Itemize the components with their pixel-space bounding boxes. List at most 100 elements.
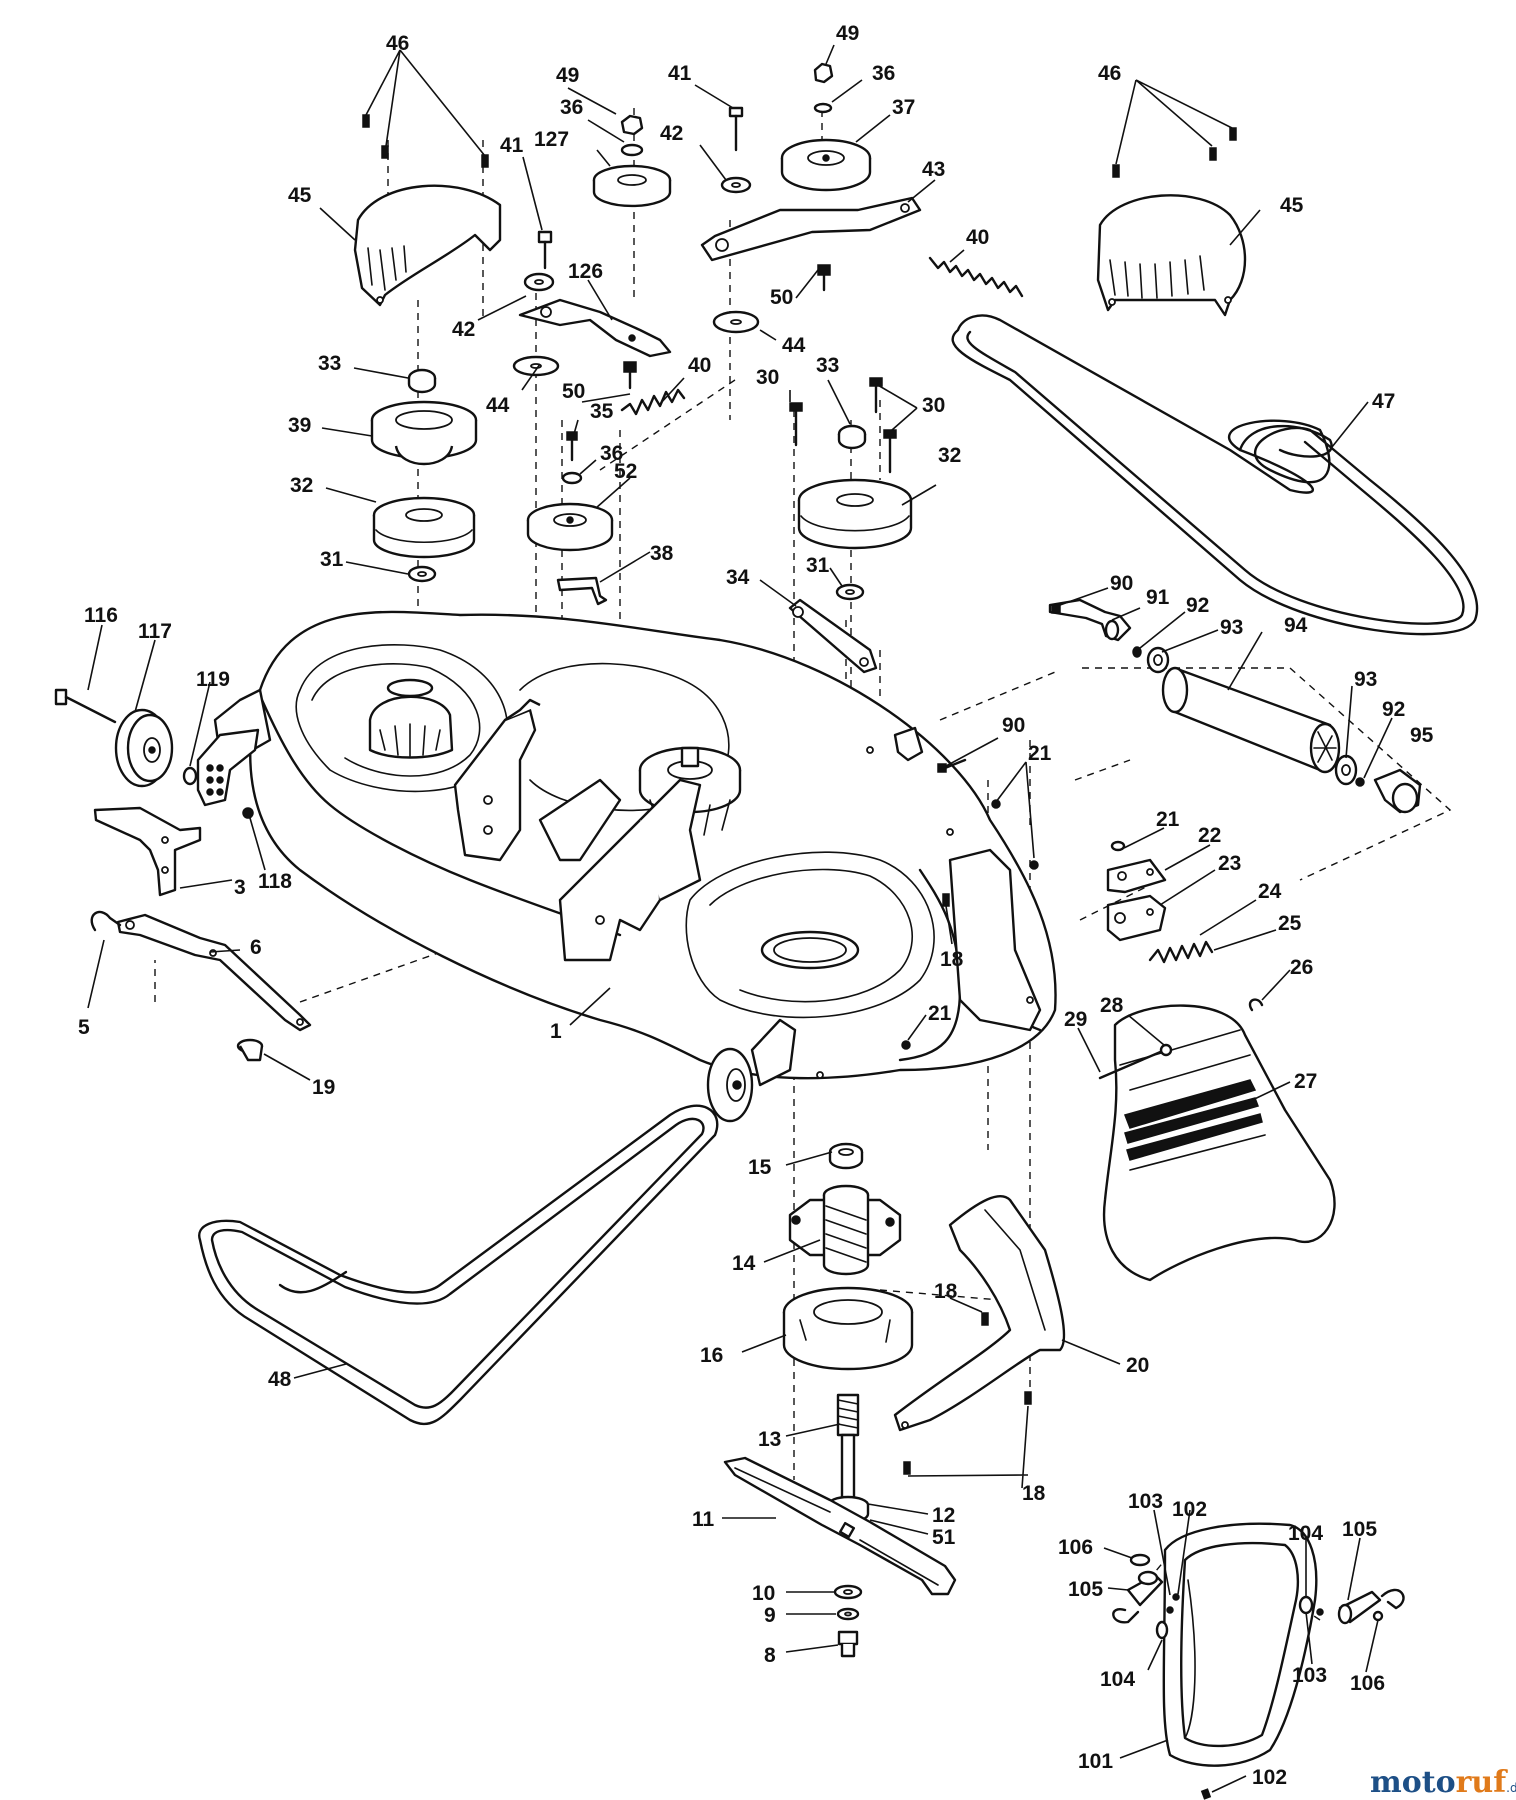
spacer-16	[782, 1286, 914, 1371]
bracket-126	[518, 298, 672, 358]
nut-49-right	[813, 62, 834, 84]
callout-46-left: 46	[386, 32, 409, 55]
callout-39: 39	[288, 414, 311, 437]
callout-104-right: 104	[1288, 1522, 1323, 1545]
callout-34: 34	[726, 566, 750, 589]
callout-94: 94	[1284, 614, 1308, 637]
callout-47: 47	[1372, 390, 1395, 413]
callout-95: 95	[1410, 724, 1434, 747]
callout-18-middle: 18	[934, 1280, 958, 1303]
washer-36-right	[813, 102, 833, 114]
callout-40-upper: 40	[966, 226, 989, 249]
callout-40-left: 40	[688, 354, 711, 377]
callout-36-right: 36	[872, 62, 895, 85]
callout-31-left: 31	[320, 548, 344, 571]
mulch-plug-101	[1162, 1522, 1318, 1767]
pulley-32-left	[372, 496, 476, 559]
callout-50-left: 50	[562, 380, 585, 403]
callout-26: 26	[1290, 956, 1313, 979]
callout-44-right: 44	[782, 334, 806, 357]
clip-26	[1248, 998, 1264, 1012]
callout-127: 127	[534, 128, 569, 151]
height-bracket-rear	[558, 778, 702, 962]
callout-21-upper: 21	[1028, 742, 1052, 765]
callout-45-right: 45	[1280, 194, 1304, 217]
screw-102-bottom	[1200, 1788, 1212, 1800]
callout-21-right: 21	[1156, 808, 1180, 831]
nut-33-left	[407, 368, 437, 394]
callout-117: 117	[138, 620, 172, 643]
right-pulley-cover	[1096, 194, 1247, 317]
callout-118: 118	[258, 870, 292, 893]
bolt-50-left	[623, 361, 637, 390]
idler-pulley-37	[780, 138, 872, 192]
callout-50-right: 50	[770, 286, 793, 309]
callout-28: 28	[1100, 994, 1124, 1017]
callout-42-left: 42	[452, 318, 475, 341]
left-spindle-dome	[368, 678, 454, 759]
clip-5	[90, 910, 122, 932]
washer-119	[182, 766, 198, 786]
shaft-13	[836, 1393, 860, 1507]
callout-33-right: 33	[816, 354, 839, 377]
nut-49-upper	[620, 114, 644, 136]
callout-92-right: 92	[1382, 698, 1405, 721]
left-pulley-cover	[353, 184, 502, 307]
bolt-41	[728, 106, 744, 152]
callout-24: 24	[1258, 880, 1282, 903]
callout-106-right: 106	[1350, 1672, 1385, 1695]
washer-36-upper	[620, 143, 644, 157]
bracket-3	[93, 806, 202, 897]
height-bracket-front	[453, 698, 622, 862]
drive-belt-47	[951, 314, 1479, 636]
callout-45-left: 45	[288, 184, 312, 207]
callout-11: 11	[692, 1508, 715, 1531]
callout-14: 14	[732, 1252, 756, 1275]
washer-44-left	[512, 355, 560, 377]
washer-42-left	[523, 272, 555, 292]
bracket-22	[1106, 858, 1167, 894]
callout-21-lower: 21	[928, 1002, 952, 1025]
bolt-19	[236, 1038, 264, 1062]
cover-screws	[362, 114, 1237, 178]
callout-8: 8	[764, 1644, 776, 1667]
callout-101: 101	[1078, 1750, 1113, 1773]
washer-31-left	[407, 565, 437, 583]
callout-43: 43	[922, 158, 945, 181]
callout-labels: 46 49 41 49 36 36 127 37 46 42 45 41 43 …	[78, 22, 1434, 1789]
bracket-23	[1106, 894, 1167, 942]
callout-41-upper: 41	[668, 62, 692, 85]
callout-31-right: 31	[806, 554, 830, 577]
callout-93-upper: 93	[1220, 616, 1243, 639]
svg-text:motoruf.de: motoruf.de	[1370, 1765, 1516, 1800]
callout-33-left: 33	[318, 352, 341, 375]
callout-22: 22	[1198, 824, 1221, 847]
baffle-20	[893, 1195, 1066, 1432]
callout-126: 126	[568, 260, 603, 283]
callout-20: 20	[1126, 1354, 1149, 1377]
watermark-logo: motoruf.de	[1370, 1765, 1516, 1800]
callout-92-upper: 92	[1186, 594, 1209, 617]
pulley-32-right	[797, 478, 913, 550]
callout-90-lower: 90	[1002, 714, 1025, 737]
callout-16: 16	[700, 1344, 723, 1367]
bracket-38	[556, 576, 608, 606]
spindle-housing-14	[788, 1184, 902, 1276]
bolt-8	[837, 1630, 859, 1658]
washer-92-left	[1132, 646, 1142, 658]
callout-91: 91	[1146, 586, 1170, 609]
bearing-93-right	[1334, 754, 1358, 786]
mower-belt-48	[198, 1104, 719, 1426]
callout-49-right: 49	[836, 22, 859, 45]
callout-102-top: 102	[1172, 1498, 1207, 1521]
bracket-95	[1373, 768, 1422, 814]
callout-19: 19	[312, 1076, 335, 1099]
left-latch	[1112, 1553, 1180, 1640]
callout-12: 12	[932, 1504, 955, 1527]
callout-44-left: 44	[486, 394, 510, 417]
callout-105-right: 105	[1342, 1518, 1377, 1541]
blade-11	[723, 1456, 957, 1596]
callout-103-right: 103	[1292, 1664, 1327, 1687]
spring-25	[1148, 940, 1214, 964]
